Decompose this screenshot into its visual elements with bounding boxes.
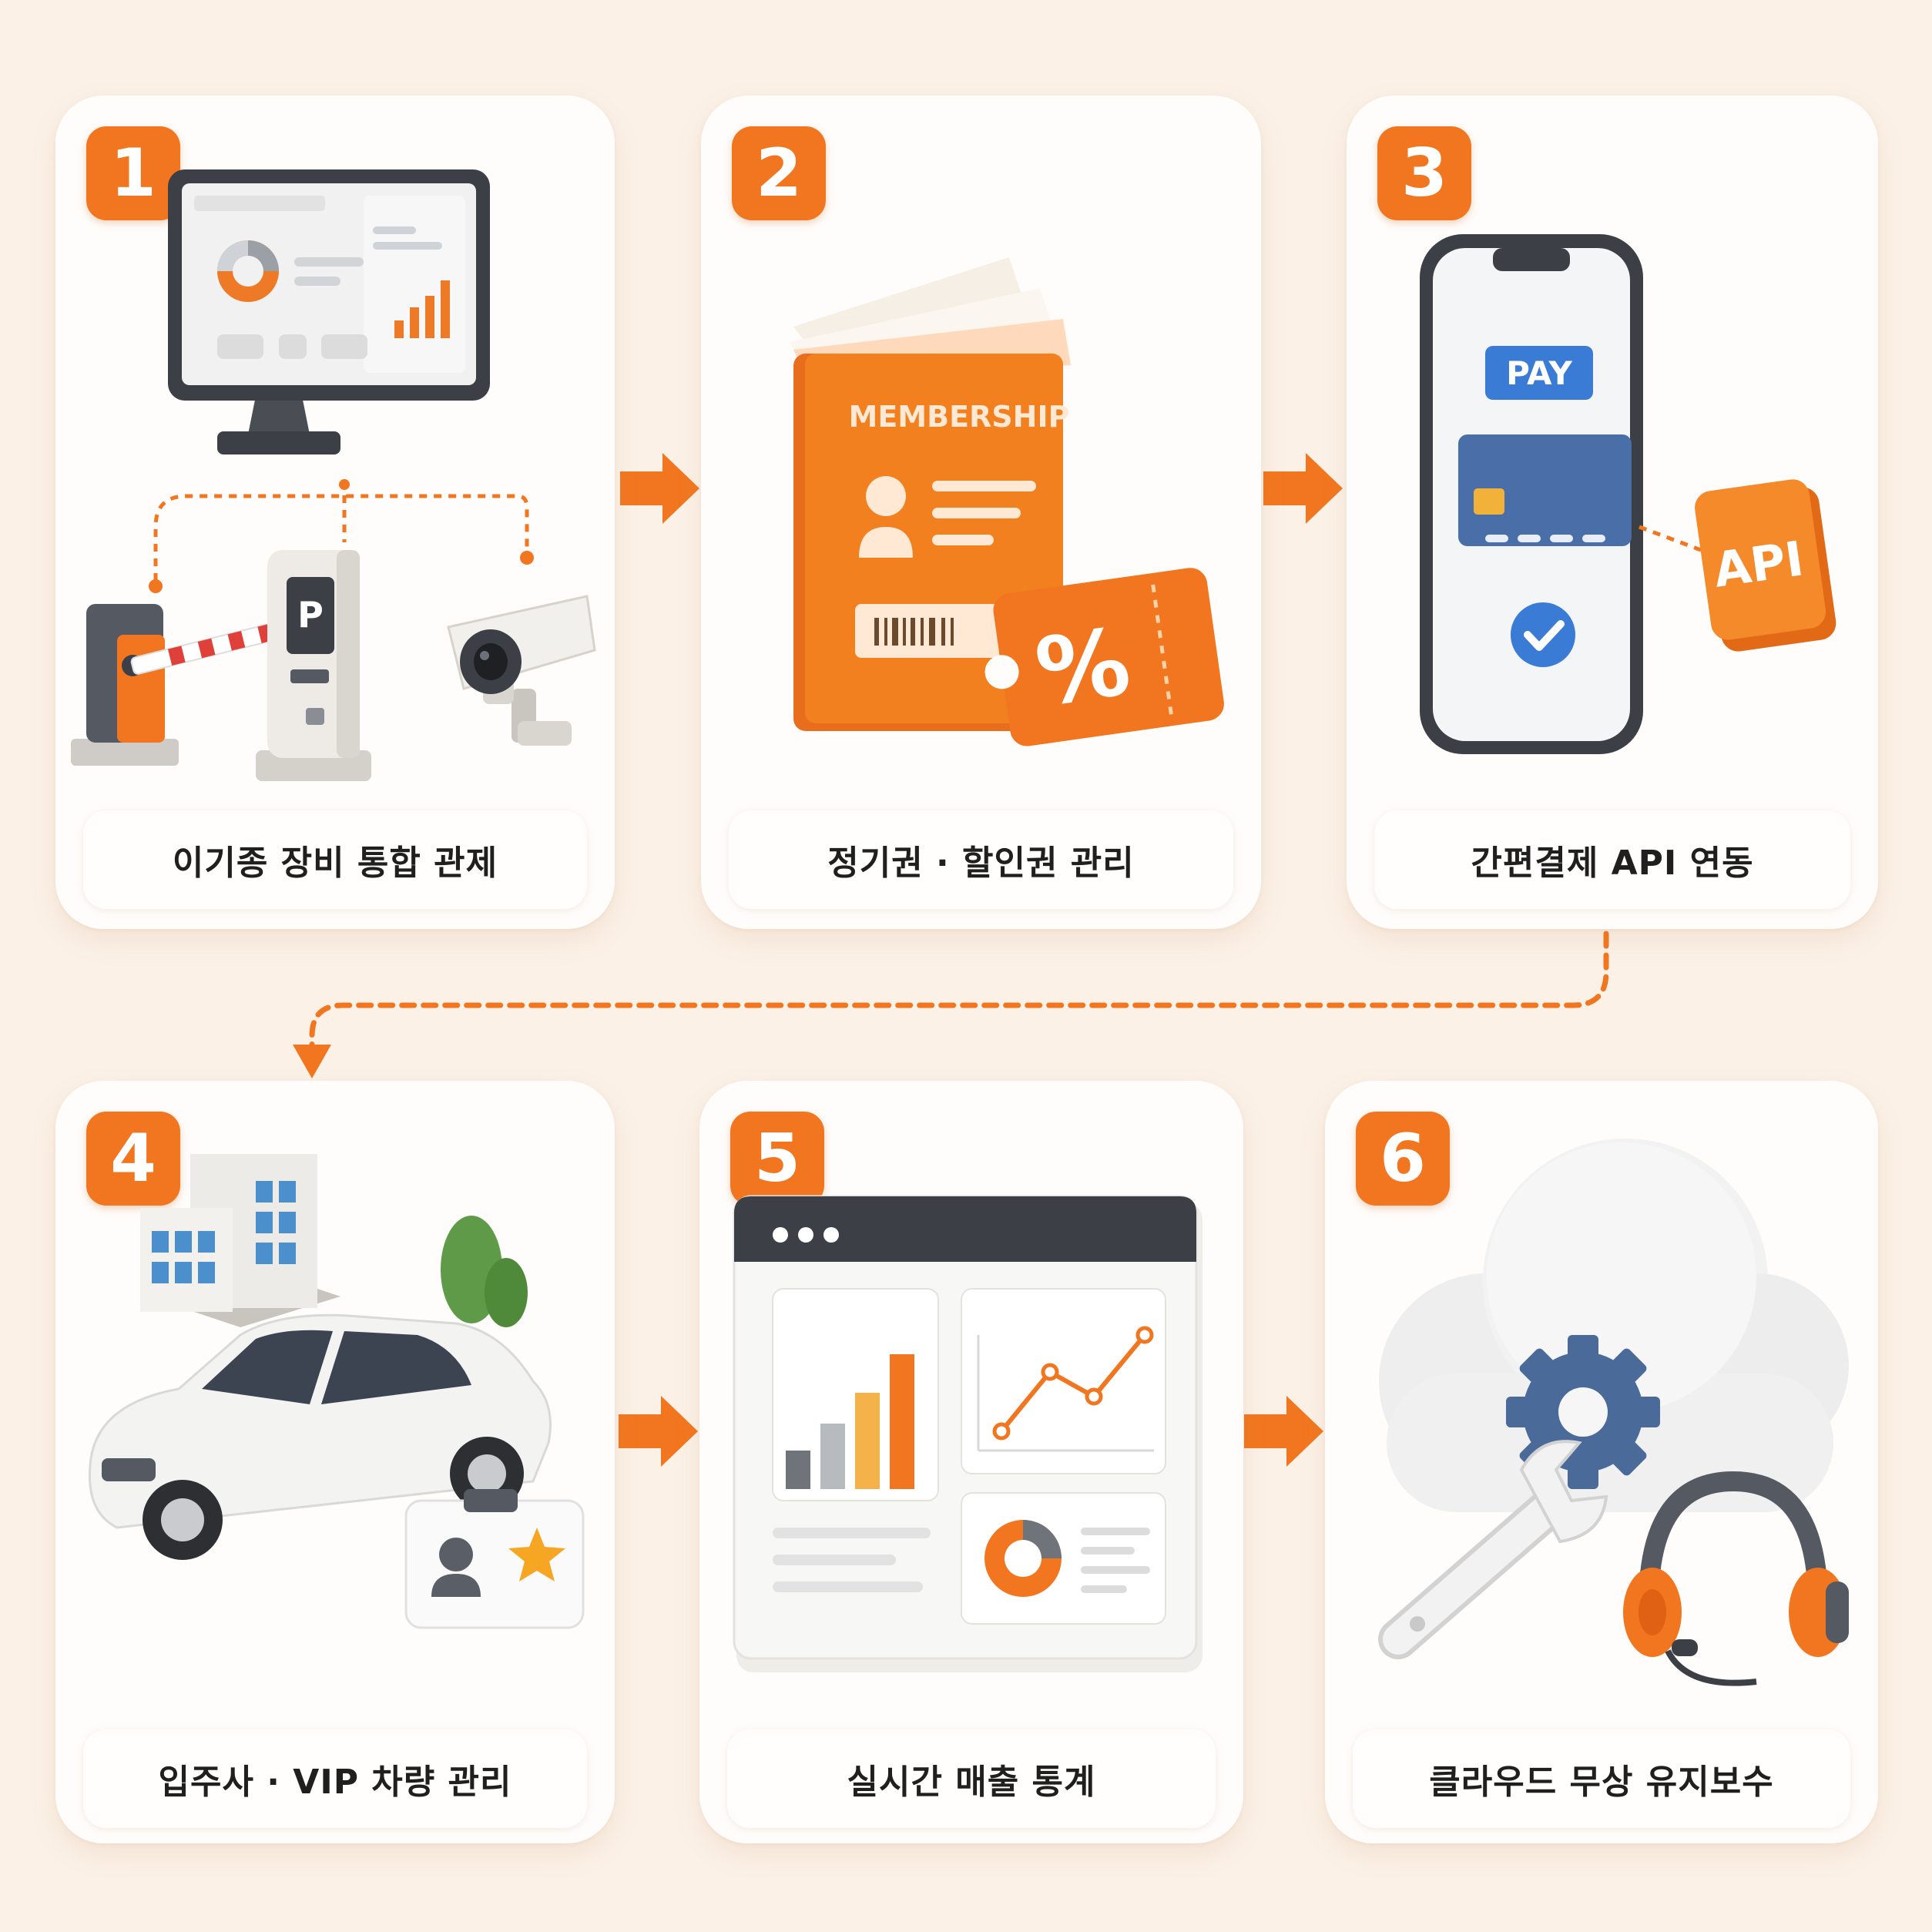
cctv-camera-icon [447,595,596,746]
step-number-badge: 4 [86,1112,180,1206]
step-label: 이기종 장비 통합 관제 [83,810,587,909]
arrow-right-icon [1263,453,1343,524]
api-icon: API [1695,479,1836,652]
step-card-4: 4 입주사 · VIP 차량 관리 [55,1081,615,1843]
parking-kiosk-icon: P [256,550,371,781]
step-number-badge: 3 [1377,126,1471,220]
step-label: 실시간 매출 통계 [727,1729,1216,1828]
pay-button-text: PAY [1506,354,1572,392]
network-lines [153,481,529,581]
step-number-badge: 1 [86,126,180,220]
step-number-badge: 2 [732,126,826,220]
step-number-badge: 6 [1356,1112,1450,1206]
step-label: 클라우드 무상 유지보수 [1353,1729,1850,1828]
step-card-1: 1 [55,96,615,929]
membership-book-icon: MEMBERSHIP [790,257,1071,731]
step-card-5: 5 실시간 매출 통계 [699,1081,1243,1843]
step-number-badge: 5 [730,1112,824,1206]
membership-title: MEMBERSHIP [849,400,1070,434]
chevron-down-icon [293,1045,331,1078]
monitor-dashboard-icon [168,169,490,454]
arrow-right-icon [619,1396,698,1467]
dashed-connector [309,931,1609,1051]
api-tile-text: API [1710,530,1807,599]
analytics-window-icon [733,1195,1202,1672]
step-card-6: 6 [1325,1081,1878,1843]
coupon-symbol: % [1030,609,1136,727]
arrow-right-icon [1244,1396,1323,1467]
check-icon [1511,602,1575,667]
step-card-2: 2 MEMBERSHIP % 정기권 · 할인권 관리 [701,96,1261,929]
car-icon [88,1313,552,1560]
credit-card-icon [1458,434,1632,546]
vip-id-card-icon [404,1489,585,1629]
parking-sign-text: P [297,594,324,636]
step-card-3: 3 PAY API 간편결제 API 연동 [1347,96,1878,929]
arrow-right-icon [620,453,699,524]
headset-icon [1623,1471,1849,1686]
wrench-icon [1378,1440,1608,1659]
office-building-icon [140,1154,528,1327]
step-label: 간편결제 API 연동 [1374,810,1850,909]
discount-coupon-icon: % [984,568,1224,746]
barrier-gate-icon [71,604,307,766]
step-label: 입주사 · VIP 차량 관리 [83,1729,587,1828]
step-label: 정기권 · 할인권 관리 [729,810,1233,909]
